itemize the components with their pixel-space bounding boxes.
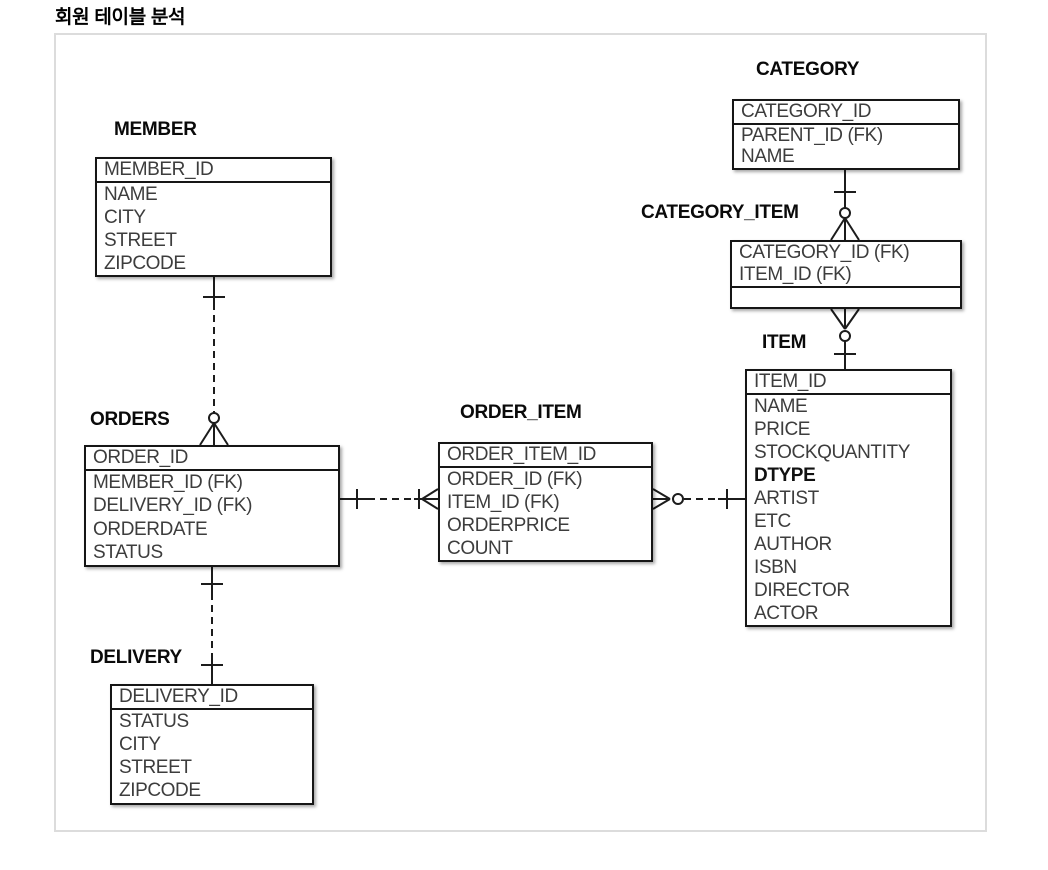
table-category-pk-section: CATEGORY_ID bbox=[734, 101, 958, 125]
field: ACTOR bbox=[754, 602, 819, 624]
field: PARENT_ID (FK) bbox=[741, 125, 883, 146]
field: STATUS bbox=[93, 542, 163, 564]
rel-category-item-item bbox=[830, 308, 860, 369]
table-member-pk-section: MEMBER_ID bbox=[97, 159, 330, 183]
table-order-item-pk-section: ORDER_ITEM_ID bbox=[440, 444, 651, 468]
field: NAME bbox=[741, 146, 795, 168]
pk-field: ORDER_ID bbox=[93, 447, 188, 468]
pk-field: ORDER_ITEM_ID bbox=[447, 444, 596, 465]
table-item-fields: NAME PRICE STOCKQUANTITY DTYPE ARTIST ET… bbox=[747, 395, 950, 625]
table-orders-fields: MEMBER_ID (FK) DELIVERY_ID (FK) ORDERDAT… bbox=[86, 471, 338, 565]
field: NAME bbox=[104, 183, 158, 205]
field: MEMBER_ID (FK) bbox=[93, 471, 243, 493]
table-category-item: CATEGORY_ID (FK) ITEM_ID (FK) bbox=[730, 240, 962, 309]
rel-orders-delivery bbox=[201, 567, 223, 684]
pk-field: ITEM_ID (FK) bbox=[739, 264, 852, 285]
field: AUTHOR bbox=[754, 533, 832, 555]
table-delivery: DELIVERY_ID STATUS CITY STREET ZIPCODE bbox=[110, 684, 314, 805]
field: STREET bbox=[119, 757, 192, 779]
table-category-item-pk-section: CATEGORY_ID (FK) ITEM_ID (FK) bbox=[732, 242, 960, 288]
pk-field: ITEM_ID bbox=[754, 371, 827, 392]
rel-orders-order-item bbox=[340, 488, 439, 510]
rel-category-category-item bbox=[830, 170, 860, 241]
table-item: ITEM_ID NAME PRICE STOCKQUANTITY DTYPE A… bbox=[745, 369, 952, 627]
table-member: MEMBER_ID NAME CITY STREET ZIPCODE bbox=[95, 157, 332, 277]
field: ARTIST bbox=[754, 487, 819, 509]
table-orders: ORDER_ID MEMBER_ID (FK) DELIVERY_ID (FK)… bbox=[84, 445, 340, 567]
rel-order-item-item bbox=[652, 488, 745, 510]
table-delivery-pk-section: DELIVERY_ID bbox=[112, 686, 312, 710]
field: ZIPCODE bbox=[119, 780, 201, 802]
pk-field: DELIVERY_ID bbox=[119, 686, 238, 707]
table-order-item-title: ORDER_ITEM bbox=[460, 402, 582, 423]
table-member-fields: NAME CITY STREET ZIPCODE bbox=[97, 183, 330, 275]
field: NAME bbox=[754, 395, 808, 417]
pk-field: CATEGORY_ID bbox=[741, 101, 872, 122]
table-item-title: ITEM bbox=[762, 332, 807, 353]
field: ETC bbox=[754, 510, 791, 532]
table-category-item-title: CATEGORY_ITEM bbox=[641, 202, 799, 223]
rel-member-orders bbox=[199, 277, 229, 446]
field: ORDERPRICE bbox=[447, 514, 570, 536]
table-order-item: ORDER_ITEM_ID ORDER_ID (FK) ITEM_ID (FK)… bbox=[438, 442, 653, 562]
field: COUNT bbox=[447, 537, 513, 559]
table-category: CATEGORY_ID PARENT_ID (FK) NAME bbox=[732, 99, 960, 170]
field-emphasized: DTYPE bbox=[754, 464, 816, 486]
table-item-pk-section: ITEM_ID bbox=[747, 371, 950, 395]
pk-field: MEMBER_ID bbox=[104, 159, 214, 180]
field: PRICE bbox=[754, 418, 811, 440]
field: STREET bbox=[104, 229, 177, 251]
table-category-title: CATEGORY bbox=[756, 59, 860, 80]
field: ORDERDATE bbox=[93, 518, 208, 540]
table-delivery-title: DELIVERY bbox=[90, 647, 182, 668]
diagram-canvas: MEMBER CATEGORY CATEGORY_ITEM ITEM ORDER… bbox=[54, 33, 987, 832]
field: STOCKQUANTITY bbox=[754, 441, 910, 463]
table-orders-pk-section: ORDER_ID bbox=[86, 447, 338, 471]
field: CITY bbox=[119, 733, 161, 755]
table-order-item-fields: ORDER_ID (FK) ITEM_ID (FK) ORDERPRICE CO… bbox=[440, 468, 651, 560]
field: ZIPCODE bbox=[104, 252, 186, 274]
table-delivery-fields: STATUS CITY STREET ZIPCODE bbox=[112, 710, 312, 803]
field: ISBN bbox=[754, 556, 797, 578]
page-title: 회원 테이블 분석 bbox=[55, 7, 186, 28]
table-member-title: MEMBER bbox=[114, 119, 197, 140]
table-orders-title: ORDERS bbox=[90, 409, 170, 430]
field: ORDER_ID (FK) bbox=[447, 468, 583, 490]
table-empty-row bbox=[732, 288, 960, 307]
field: DIRECTOR bbox=[754, 579, 850, 601]
relationship-wires bbox=[199, 170, 860, 684]
table-category-item-fields bbox=[732, 288, 960, 307]
field: STATUS bbox=[119, 710, 189, 732]
field: ITEM_ID (FK) bbox=[447, 491, 560, 513]
field: DELIVERY_ID (FK) bbox=[93, 495, 253, 517]
field: CITY bbox=[104, 206, 146, 228]
pk-field: CATEGORY_ID (FK) bbox=[739, 242, 910, 263]
table-category-fields: PARENT_ID (FK) NAME bbox=[734, 125, 958, 168]
